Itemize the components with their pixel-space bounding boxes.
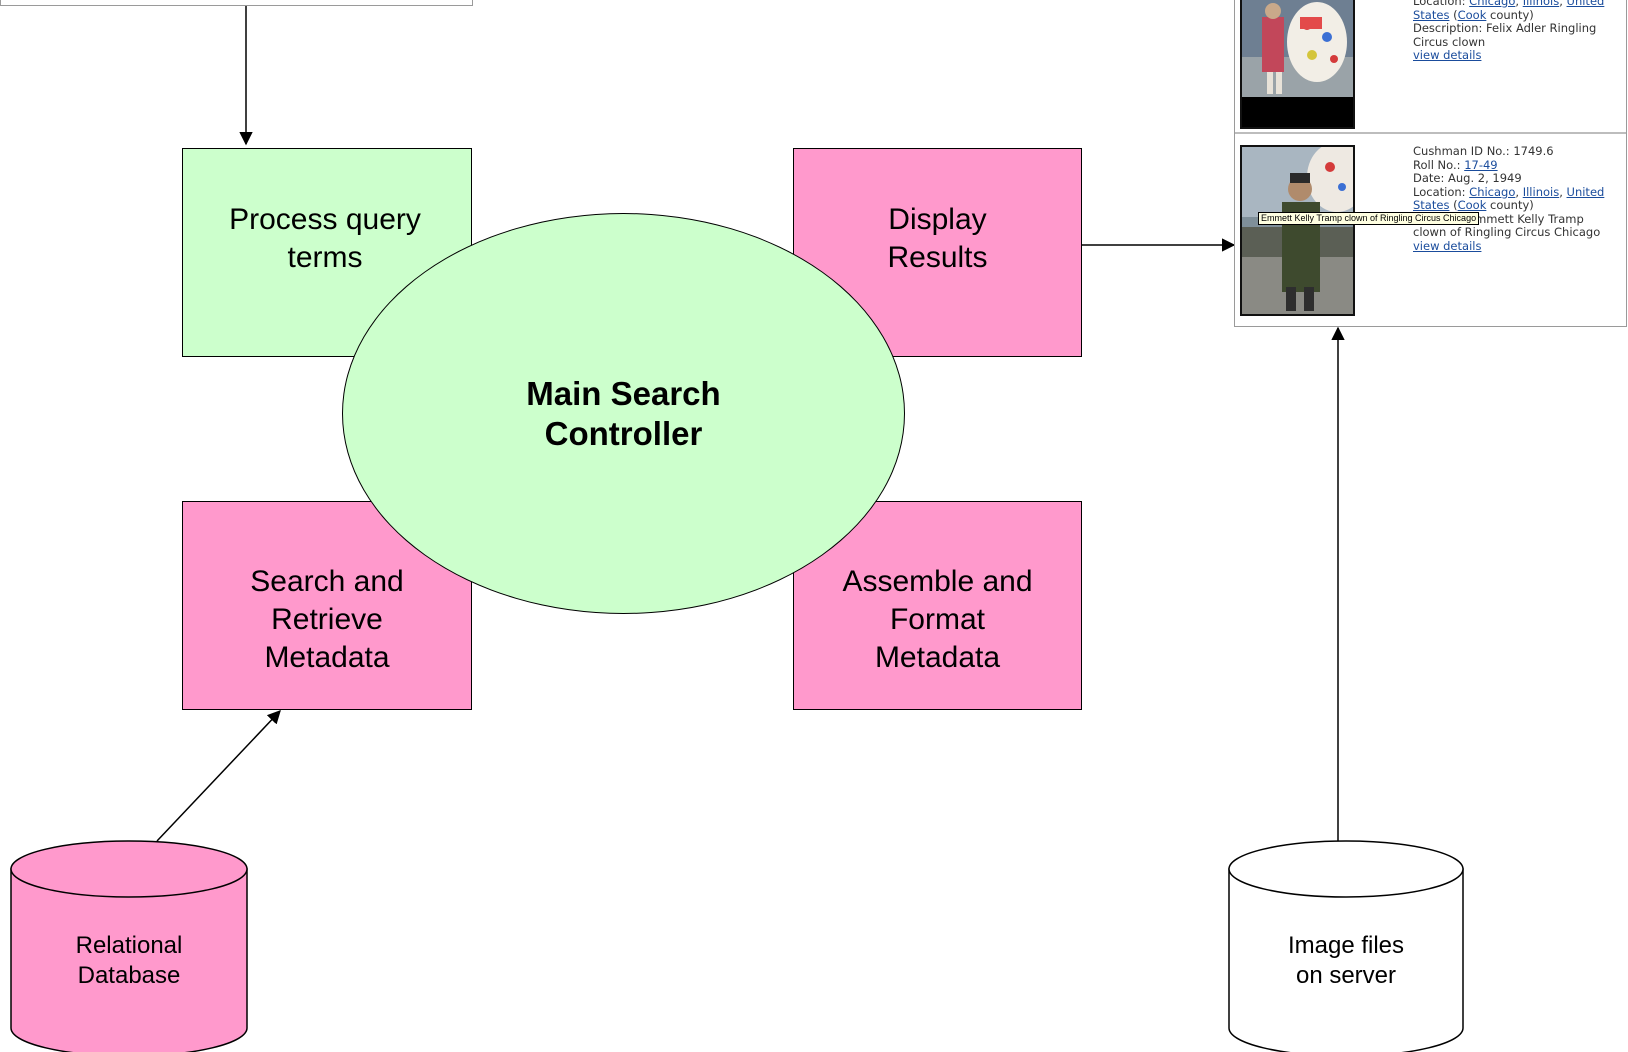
clown-photo-1-image bbox=[1242, 0, 1353, 127]
location-line-1: Location: Chicago, Illinois, United bbox=[1413, 0, 1623, 9]
description-line-1: Description: Felix Adler Ringling bbox=[1413, 21, 1597, 35]
display-results-label: Display Results bbox=[887, 202, 988, 274]
query-input-box bbox=[0, 0, 473, 6]
controller-label: Main Search Controller bbox=[526, 374, 721, 452]
county-line-2: States (Cook county) bbox=[1413, 198, 1534, 212]
roll-line: Roll No.: 17-49 bbox=[1413, 157, 1498, 172]
link-chicago-1[interactable]: Chicago bbox=[1469, 0, 1516, 8]
link-roll[interactable]: 17-49 bbox=[1464, 157, 1498, 172]
arrow-db-to-search bbox=[156, 710, 281, 842]
assemble-format-label: Assemble and Format Metadata bbox=[842, 564, 1033, 674]
result-meta-1: Location: Chicago, Illinois, United Stat… bbox=[1413, 0, 1623, 63]
link-cook-1[interactable]: Cook bbox=[1457, 7, 1487, 22]
result-photo-1[interactable] bbox=[1240, 0, 1355, 129]
cushman-id-line: Cushman ID No.: 1749.6 bbox=[1413, 144, 1554, 158]
clown-photo-2-image bbox=[1242, 147, 1353, 314]
photo-tooltip: Emmett Kelly Tramp clown of Ringling Cir… bbox=[1258, 212, 1480, 225]
result-meta-2: Cushman ID No.: 1749.6 Roll No.: 17-49 D… bbox=[1413, 144, 1623, 253]
image-files-label: Image files on server bbox=[1287, 932, 1405, 989]
process-query-label: Process query terms bbox=[229, 202, 421, 274]
relational-database-label: Relational Database bbox=[75, 932, 183, 989]
date-line: Date: Aug. 2, 1949 bbox=[1413, 171, 1522, 185]
image-files-cylinder bbox=[1228, 840, 1464, 1052]
description-cont-1: Circus clown bbox=[1413, 34, 1486, 49]
process-query-box: Process query terms bbox=[182, 148, 472, 357]
link-united-1[interactable]: United bbox=[1566, 0, 1605, 8]
description-line-2: n: Emmett Kelly Tramp bbox=[1453, 211, 1584, 226]
description-cont-2: clown of Ringling Circus Chicago bbox=[1413, 225, 1601, 239]
view-details-link-1[interactable]: view details bbox=[1413, 48, 1482, 62]
main-search-controller: Main Search Controller bbox=[342, 213, 905, 614]
link-illinois-2[interactable]: Illinois bbox=[1522, 184, 1560, 199]
view-details-link-2[interactable]: view details bbox=[1413, 238, 1482, 253]
result-photo-2[interactable] bbox=[1240, 145, 1355, 316]
county-line-1: States (Cook county) bbox=[1413, 7, 1534, 22]
link-states-1[interactable]: States bbox=[1413, 7, 1450, 22]
relational-database-cylinder bbox=[10, 840, 248, 1052]
location-line-2: Location: Chicago, Illinois, United bbox=[1413, 184, 1605, 199]
result-divider bbox=[1235, 132, 1626, 134]
link-illinois-1[interactable]: Illinois bbox=[1522, 0, 1560, 8]
search-retrieve-label: Search and Retrieve Metadata bbox=[250, 564, 404, 674]
search-results-panel: Location: Chicago, Illinois, United Stat… bbox=[1234, 0, 1627, 327]
link-chicago-2[interactable]: Chicago bbox=[1469, 184, 1516, 199]
link-cook-2[interactable]: Cook bbox=[1457, 198, 1487, 212]
link-states-2[interactable]: States bbox=[1413, 198, 1450, 212]
link-united-2[interactable]: United bbox=[1566, 184, 1605, 199]
